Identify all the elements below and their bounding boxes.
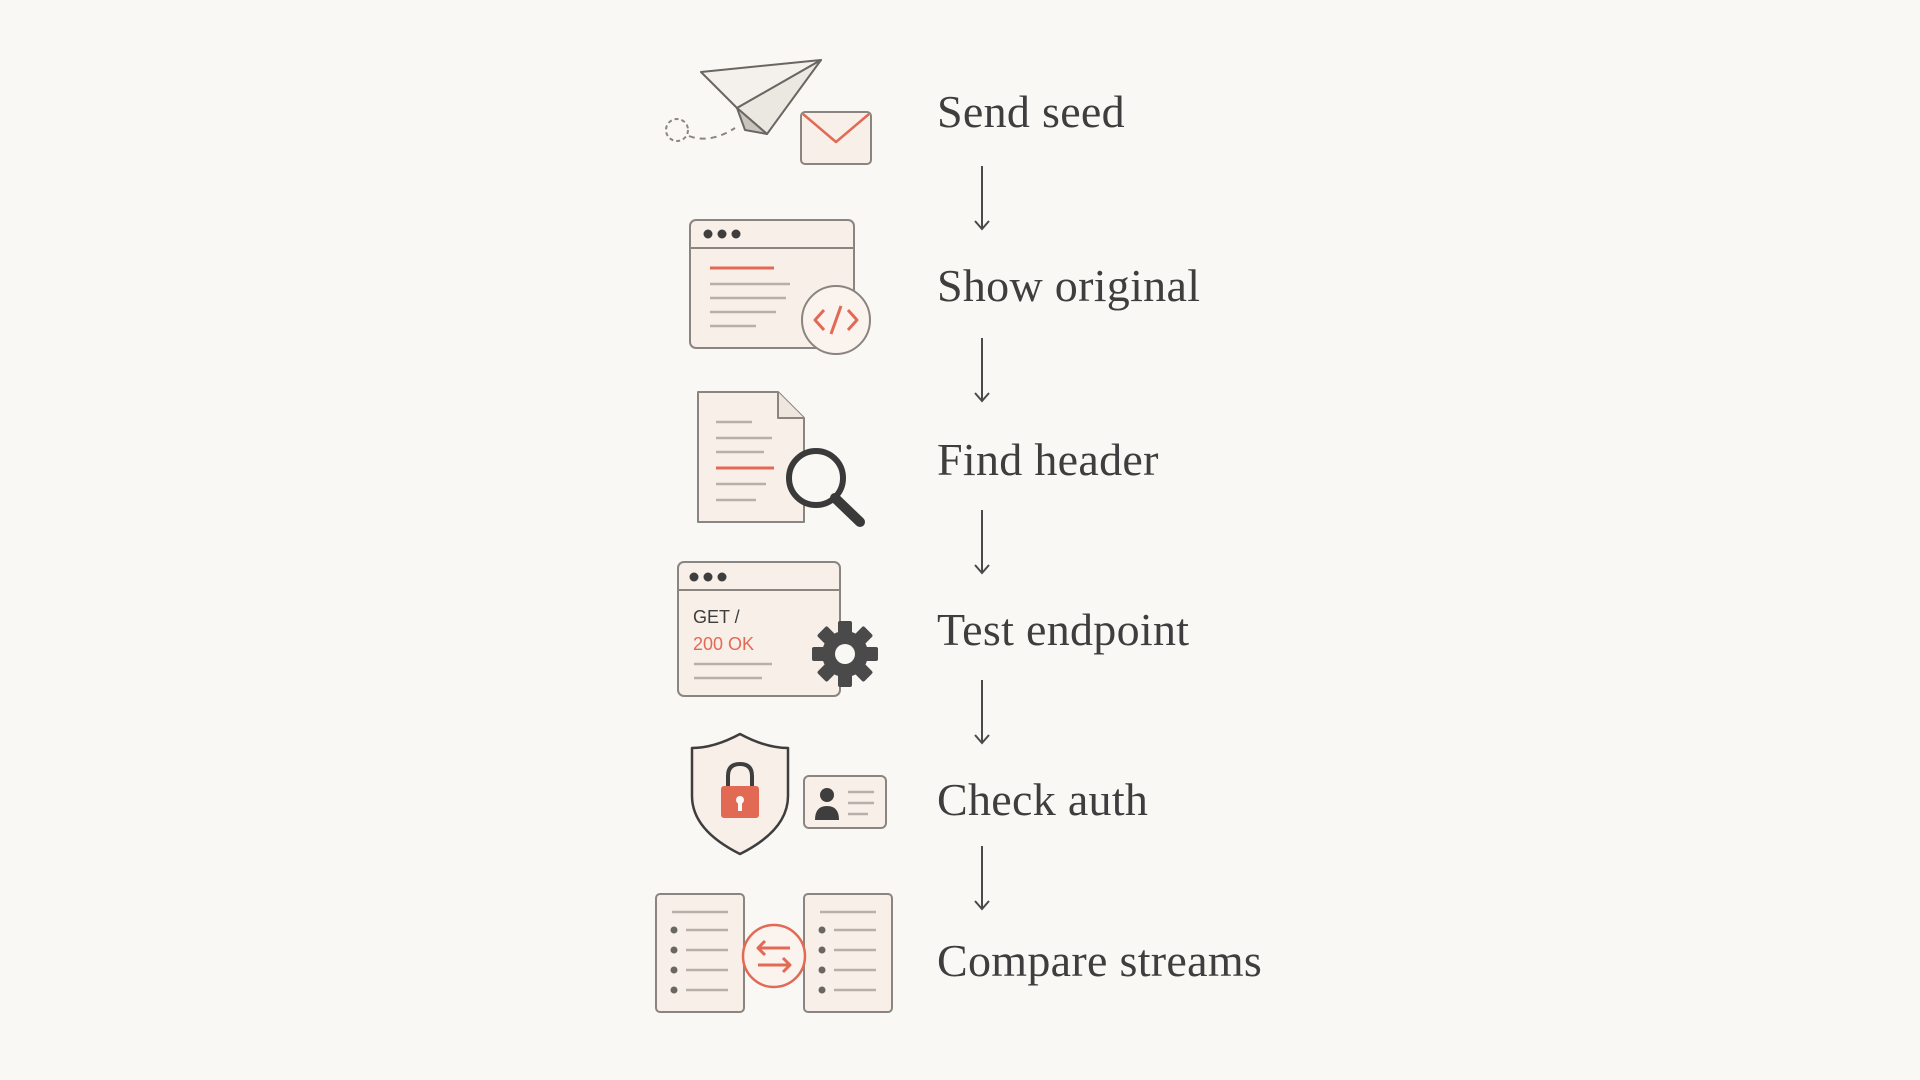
step-label-send-seed: Send seed [937, 86, 1125, 137]
step-label-show-original: Show original [937, 260, 1201, 311]
flow-arrow-1 [974, 166, 990, 231]
step-label-compare-streams: Compare streams [937, 935, 1263, 986]
paper-plane-envelope-icon [665, 59, 872, 165]
flow-arrow-3 [974, 510, 990, 575]
document-search-icon [697, 391, 865, 527]
response-status: 200 OK [693, 634, 755, 654]
step-label-find-header: Find header [937, 434, 1159, 485]
flow-arrow-4 [974, 680, 990, 745]
step-label-check-auth: Check auth [937, 774, 1149, 825]
shield-lock-id-card-icon [690, 732, 887, 856]
flow-arrow-5 [974, 846, 990, 911]
compare-lists-icon [655, 893, 893, 1013]
flow-arrow-2 [974, 338, 990, 403]
step-label-test-endpoint: Test endpoint [937, 604, 1190, 655]
request-line: GET / [693, 607, 740, 627]
gear-icon [812, 621, 878, 687]
browser-code-icon [689, 219, 871, 355]
http-request-gear-icon: GET / 200 OK [676, 560, 886, 700]
